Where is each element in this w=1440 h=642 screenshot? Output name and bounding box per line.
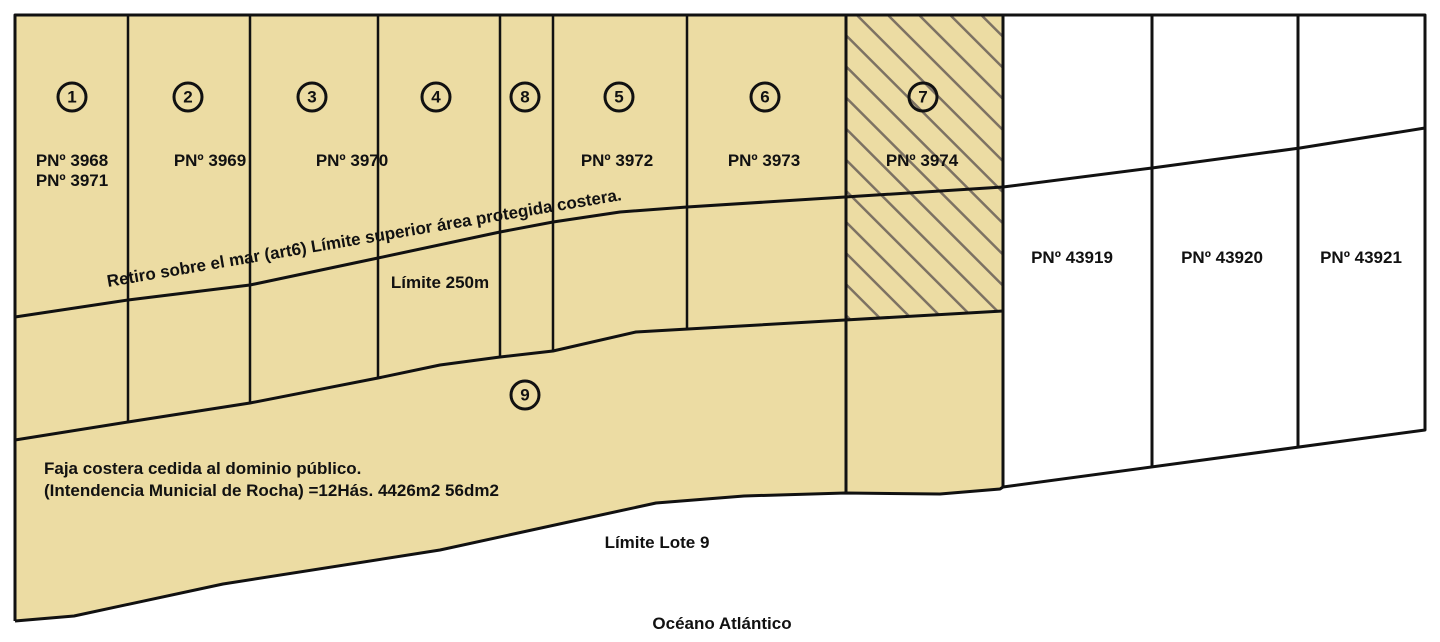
faja-costera-label: Faja costera cedida al dominio público.	[44, 459, 361, 478]
coast-boundary-line	[14, 485, 1004, 623]
lot-marker-3: 3	[296, 81, 328, 113]
parcel-label: PNº 3968	[36, 151, 108, 170]
lot-7-hatched-area	[846, 15, 1003, 320]
svg-text:5: 5	[614, 88, 623, 107]
neighbor-parcel-label: PNº 43919	[1031, 248, 1113, 267]
lot-marker-6: 6	[749, 81, 781, 113]
lot-dividers	[126, 15, 1300, 493]
svg-text:1: 1	[67, 88, 76, 107]
svg-text:9: 9	[520, 386, 529, 405]
parcel-label: PNº 3969	[174, 151, 246, 170]
lot-marker-4: 4	[420, 81, 452, 113]
parcel-label: PNº 3972	[581, 151, 653, 170]
limite-250m-label: Límite 250m	[391, 273, 489, 292]
parcel-label: PNº 3971	[36, 171, 108, 190]
parcel-label: PNº 3970	[316, 151, 388, 170]
lot-marker-7: 7	[907, 81, 939, 113]
neighbor-parcel-label: PNº 43921	[1320, 248, 1402, 267]
ocean-label: Océano Atlántico	[652, 614, 791, 633]
svg-text:7: 7	[918, 88, 927, 107]
svg-text:2: 2	[183, 88, 192, 107]
lot-marker-1: 1	[56, 81, 88, 113]
property-border	[13, 13, 1427, 621]
land-area	[15, 15, 1003, 621]
lot-marker-2: 2	[172, 81, 204, 113]
svg-text:3: 3	[307, 88, 316, 107]
svg-text:4: 4	[431, 88, 441, 107]
neighbor-parcel-label: PNº 43920	[1181, 248, 1263, 267]
parcel-label: PNº 3974	[886, 151, 959, 170]
lot-marker-8: 8	[509, 81, 541, 113]
lot-marker-5: 5	[603, 81, 635, 113]
limite-lote-9-label: Límite Lote 9	[605, 533, 710, 552]
svg-text:6: 6	[760, 88, 769, 107]
svg-text:8: 8	[520, 88, 529, 107]
parcel-label: PNº 3973	[728, 151, 800, 170]
faja-costera-area-label: (Intendencia Municial de Rocha) =12Hás. …	[44, 481, 499, 500]
lot-marker-9: 9	[509, 379, 541, 411]
